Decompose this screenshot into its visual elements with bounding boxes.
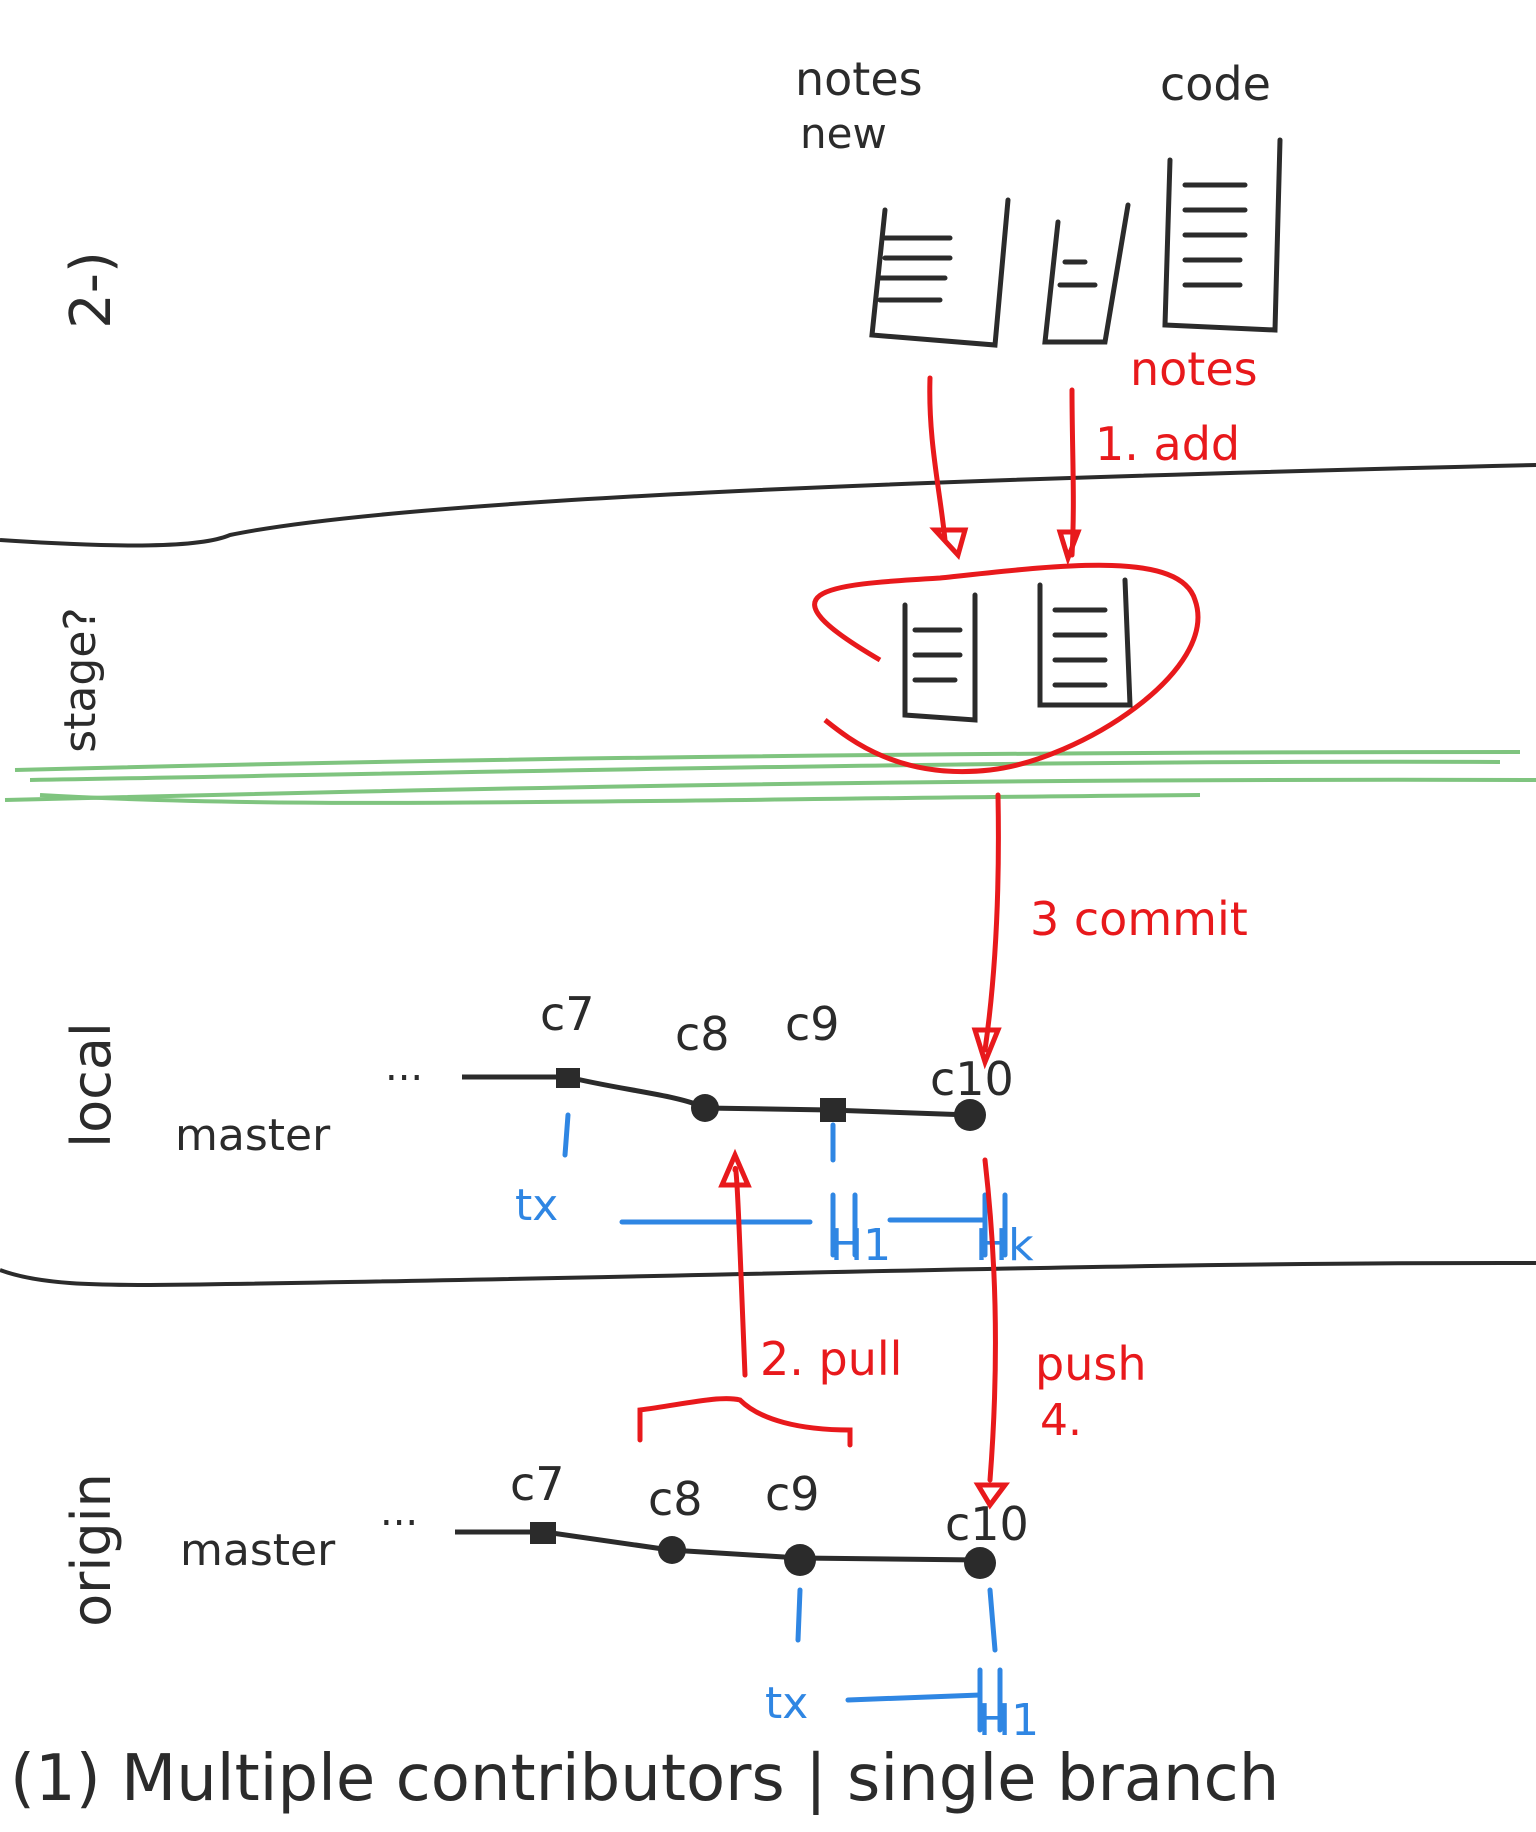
origin-commit-c7-label: c7	[510, 1457, 565, 1511]
commit-arrow	[971, 792, 1002, 1070]
origin-commit-c9-node	[784, 1544, 816, 1576]
origin-commit-c8-label: c8	[648, 1472, 703, 1526]
notes-label: notes	[795, 52, 923, 106]
origin-measure-lines	[795, 1587, 1003, 1733]
origin-commit-c10-node	[964, 1547, 996, 1579]
origin-commit-c9-label: c9	[765, 1467, 820, 1521]
zone-label-origin: origin	[60, 1473, 123, 1627]
commit-annotation: 3 commit	[1030, 892, 1248, 946]
local-tx-label: tx	[515, 1180, 558, 1231]
zone-label-staging: stage?	[55, 607, 106, 753]
local-h1-label: H1	[830, 1220, 891, 1271]
zone-label-top: 2-)	[59, 251, 124, 329]
step1-notes-annotation: notes	[1130, 342, 1258, 396]
local-ellipsis: ...	[385, 1044, 423, 1090]
staged-code-document-icon	[1037, 577, 1133, 708]
pull-arrow	[637, 1148, 853, 1448]
push-arrow	[973, 1157, 1010, 1510]
local-commit-c7-label: c7	[540, 987, 595, 1041]
staged-notes-document-icon	[902, 592, 978, 723]
origin-ellipsis: ...	[380, 1489, 418, 1535]
local-commit-c7-node	[556, 1068, 580, 1088]
local-commit-c9-label: c9	[785, 997, 840, 1051]
local-measure-lines	[562, 1112, 1008, 1258]
origin-commit-c7-node	[530, 1522, 556, 1544]
zone-label-local: local	[60, 1022, 123, 1148]
pull-annotation: 2. pull	[760, 1332, 902, 1386]
code-label: code	[1160, 57, 1271, 111]
small-document-icon	[1042, 202, 1131, 345]
origin-tx-label: tx	[765, 1678, 808, 1729]
step1-add-annotation: 1. add	[1095, 417, 1240, 471]
code-document-icon	[1162, 137, 1283, 333]
origin-commit-c8-node	[658, 1536, 686, 1564]
local-commit-c8-label: c8	[675, 1007, 730, 1061]
local-branch-label: master	[175, 1110, 331, 1161]
add-arrows	[927, 375, 1082, 566]
middle-divider-line	[0, 1260, 1536, 1288]
origin-commit-c10-label: c10	[945, 1497, 1029, 1551]
local-commit-c10-node	[954, 1099, 986, 1131]
new-label: new	[800, 109, 887, 158]
local-commit-c8-node	[691, 1094, 719, 1122]
origin-h1-label: H1	[978, 1695, 1039, 1746]
origin-branch-label: master	[180, 1525, 336, 1576]
local-commit-c10-label: c10	[930, 1052, 1014, 1106]
notes-document-icon	[869, 197, 1011, 348]
local-commit-c9-node	[820, 1098, 846, 1122]
local-hk-label: Hk	[975, 1220, 1034, 1271]
push-step-annotation: 4.	[1040, 1395, 1082, 1446]
push-annotation: push	[1035, 1337, 1146, 1391]
diagram-caption: (1) Multiple contributors | single branc…	[10, 1742, 1279, 1816]
staged-files-ellipse	[812, 562, 1201, 774]
top-divider-line	[0, 463, 1536, 548]
staging-divider-lines	[4, 750, 1536, 805]
